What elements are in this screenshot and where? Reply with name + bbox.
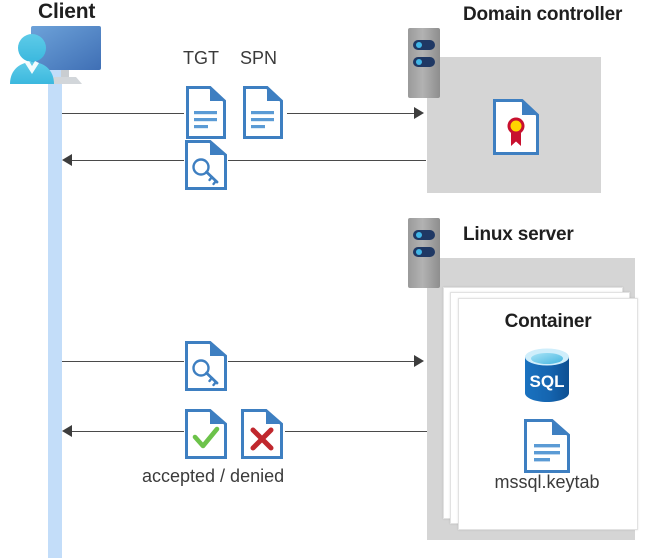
flow-arrow-to-domain-controller	[414, 107, 424, 119]
server-rack-icon	[408, 218, 440, 288]
domain-controller-title: Domain controller	[463, 4, 623, 25]
svg-text:SQL: SQL	[530, 372, 565, 391]
container-card-front: Container	[458, 298, 638, 530]
key-document-icon	[185, 140, 227, 190]
flow-line-present-left	[62, 361, 184, 362]
tgt-label: TGT	[183, 48, 219, 68]
sql-database-icon: SQL	[525, 348, 569, 402]
spn-label: SPN	[240, 48, 278, 68]
flow-line-result-right	[285, 431, 427, 432]
key-document-icon	[185, 341, 227, 391]
client-title: Client	[38, 0, 96, 23]
flow-arrow-to-linux-server	[414, 355, 424, 367]
flow-line-ticket-left	[72, 160, 184, 161]
client-lifeline	[48, 64, 62, 558]
accepted-document-icon	[185, 409, 227, 459]
keytab-label: mssql.keytab	[494, 472, 600, 492]
linux-server-title: Linux server	[463, 224, 574, 245]
tgt-document-icon	[186, 86, 226, 139]
spn-document-icon	[243, 86, 283, 139]
container-title: Container	[504, 311, 592, 332]
denied-document-icon	[241, 409, 283, 459]
flow-arrow-to-client-result	[62, 425, 72, 437]
flow-line-result-left	[72, 431, 184, 432]
flow-line-tgt-left	[62, 113, 184, 114]
keytab-document-icon	[524, 419, 570, 473]
flow-line-tgt-right	[287, 113, 415, 114]
flow-line-present-right	[228, 361, 415, 362]
flow-line-ticket-right	[228, 160, 426, 161]
flow-arrow-to-client-ticket	[62, 154, 72, 166]
server-rack-icon	[408, 28, 440, 98]
certificate-document-icon	[493, 99, 539, 155]
user-computer-icon	[10, 26, 101, 84]
accepted-denied-label: accepted / denied	[142, 466, 285, 486]
